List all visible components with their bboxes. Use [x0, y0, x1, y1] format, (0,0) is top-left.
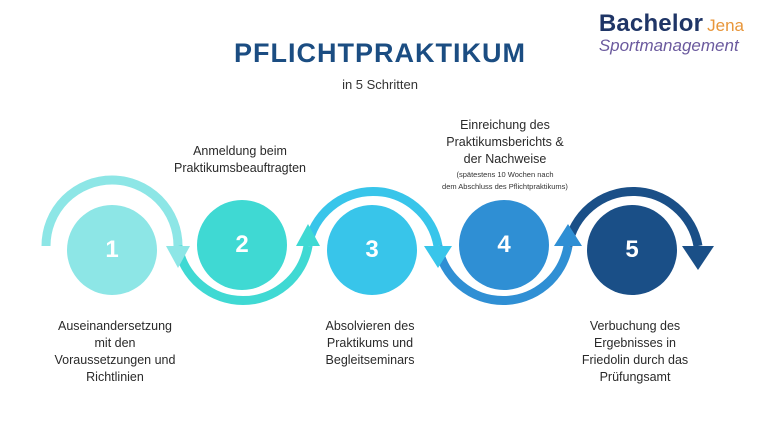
- step-4-note-line-1: (spätestens 10 Wochen nach: [456, 170, 554, 179]
- page-subtitle: in 5 Schritten: [342, 77, 418, 92]
- logo-sub2: Sportmanagement: [598, 36, 739, 55]
- step-2-line-1: Anmeldung beim: [193, 144, 287, 158]
- step-number-3: 3: [365, 236, 379, 263]
- step-5-line-2: Ergebnisses in: [594, 336, 676, 350]
- step-4-note-line-2: dem Abschluss des Pflichtpraktikums): [442, 182, 568, 191]
- step-circle-2: [197, 200, 287, 290]
- step-5-line-4: Prüfungsamt: [599, 370, 671, 384]
- arrow-head-1: [166, 246, 190, 268]
- arrow-head-2: [296, 224, 320, 246]
- arc-1: [41, 175, 183, 247]
- arc-2: [173, 245, 313, 306]
- step-3-line-1: Absolvieren des: [325, 319, 415, 333]
- arrow-head-4: [554, 224, 582, 246]
- step-label-4: Einreichung des Praktikumsberichts & der…: [410, 117, 600, 192]
- step-1-line-4: Richtlinien: [86, 370, 144, 384]
- step-4-line-3: der Nachweise: [463, 152, 547, 166]
- step-number-1: 1: [105, 236, 119, 263]
- arc-5: [563, 186, 703, 247]
- step-5-line-3: Friedolin durch das: [581, 353, 689, 367]
- step-circle-5: [587, 205, 677, 295]
- step-number-2: 2: [235, 231, 249, 258]
- arc-4: [433, 245, 573, 306]
- step-1-line-1: Auseinandersetzung: [58, 319, 172, 333]
- step-circle-4: [459, 200, 549, 290]
- step-4-line-1: Einreichung des: [460, 118, 550, 132]
- logo-sub1: Jena: [707, 16, 744, 35]
- step-1-line-3: Voraussetzungen und: [54, 353, 176, 367]
- step-circle-1: [67, 205, 157, 295]
- arrow-head-3: [424, 246, 452, 268]
- step-label-5: Verbuchung des Ergebnisses in Friedolin …: [555, 318, 715, 386]
- step-4-line-2: Praktikumsberichts &: [446, 135, 564, 149]
- step-3-line-3: Begleitseminars: [325, 353, 415, 367]
- step-label-3: Absolvieren des Praktikums und Begleitse…: [290, 318, 450, 369]
- step-number-5: 5: [625, 236, 639, 263]
- step-circle-3: [327, 205, 417, 295]
- step-1-line-2: mit den: [94, 336, 136, 350]
- arrow-head-5: [682, 246, 714, 270]
- arc-3: [303, 186, 443, 247]
- page-title: PFLICHTPRAKTIKUM: [234, 38, 526, 68]
- step-2-line-2: Praktikumsbeauftragten: [173, 161, 306, 175]
- step-number-4: 4: [497, 231, 511, 258]
- step-5-line-1: Verbuchung des: [589, 319, 681, 333]
- step-label-1: Auseinandersetzung mit den Voraussetzung…: [30, 318, 200, 386]
- logo-main: Bachelor: [598, 10, 704, 37]
- step-3-line-2: Praktikums und: [326, 336, 414, 350]
- step-label-2: Anmeldung beim Praktikumsbeauftragten: [150, 143, 330, 177]
